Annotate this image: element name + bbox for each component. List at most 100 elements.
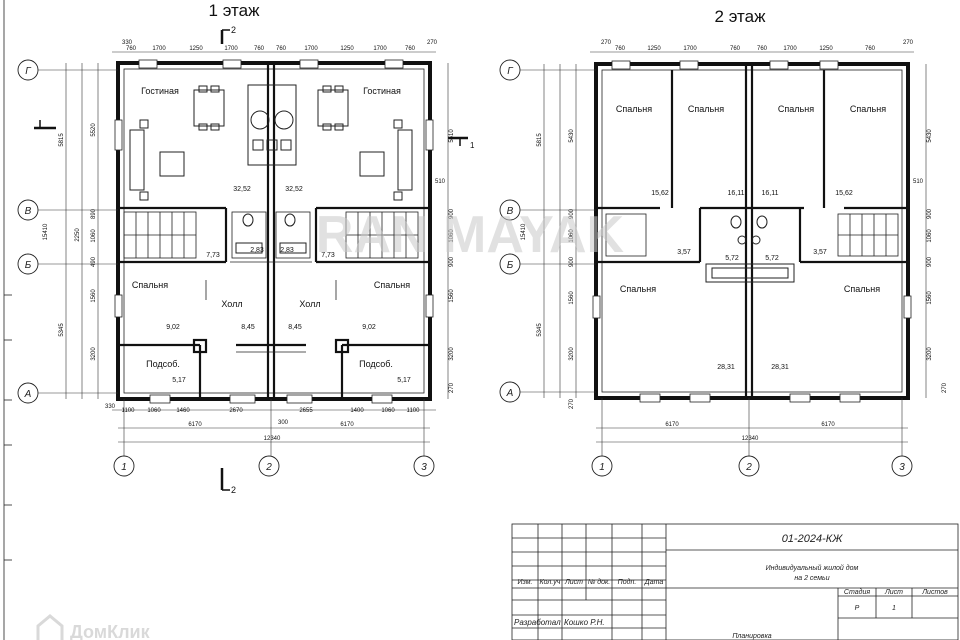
dim-left: 5430 [569,129,575,143]
dim-bottom: 1060 [147,408,161,414]
area-label: 15,62 [835,190,853,197]
axis-label: 2 [745,462,752,473]
col-header: Дата [644,579,664,586]
area-label: 2,83 [280,247,294,254]
section-mark-top: 2 [220,25,236,44]
room-bedroom: Спальня [620,284,656,294]
col-header: Подп. [618,578,637,586]
dim-top: 1700 [152,46,166,52]
room-bedroom-right: Спальня [374,280,410,290]
stage-header: Стадия [844,588,870,596]
room-bedroom: Спальня [778,104,814,114]
dim-half-left: 6170 [188,422,202,428]
dim-top: 1700 [373,46,387,52]
col-header: Кол.уч [540,579,561,586]
dim-left: 5815 [59,133,65,147]
room-living-left: Гостиная [141,86,179,96]
dim-top: 270 [903,40,914,46]
area-label: 8,45 [241,324,255,331]
dim-top: 270 [601,40,612,46]
dim-top: 1250 [647,46,661,52]
area-label: 32,52 [233,186,251,193]
area-label: 3,57 [677,249,691,256]
area-label: 3,57 [813,249,827,256]
floor2-title: 2 этаж [715,7,767,26]
dim-bottom: 330 [105,404,116,410]
dim-left: 900 [569,208,575,219]
developer-name: Кошко Р.Н. [564,618,605,627]
area-label: 16,11 [762,190,779,197]
axis-label: 1 [599,462,605,473]
developed-label: Разработал [514,618,561,627]
floor2-bathroom [705,215,795,283]
sheet-header: Лист [884,589,903,596]
floor1-axes: Г В Б А 1 2 3 [17,59,435,477]
dim-left: 1060 [569,229,575,243]
dim-top: 760 [865,46,876,52]
dim-top: 760 [254,46,265,52]
floor2-stairs [605,213,899,257]
axis-label: Б [507,260,514,271]
dim-half-left: 6170 [665,422,679,428]
dim-top: 1700 [783,46,797,52]
title-block: 01-2024-КЖ Индивидуальный жилой дом на 2… [511,523,959,640]
room-bedroom: Спальня [844,284,880,294]
dim-right: 1060 [449,229,455,243]
axis-label: В [507,206,514,217]
dim-right: 3200 [927,347,933,361]
room-hall-right: Холл [299,299,320,309]
dim-top: 1250 [819,46,833,52]
dim-top: 330 [122,40,133,46]
area-label: 5,17 [172,377,186,384]
dim-top: 760 [757,46,768,52]
axis-label: Б [25,260,32,271]
area-label: 16,11 [728,190,745,197]
doc-code: 01-2024-КЖ [782,533,844,545]
section-mark-top-label: 2 [231,25,236,35]
dim-right: 900 [927,208,933,219]
area-label: 8,45 [288,324,302,331]
axis-label: Г [25,66,32,77]
room-bedroom: Спальня [688,104,724,114]
room-utility-left: Подсоб. [146,359,180,369]
floor1-stairs-left [123,211,197,259]
project-line2: на 2 семьи [794,575,829,582]
dim-right: 900 [449,256,455,267]
col-header: Лист [564,579,583,586]
dim-mid: 300 [278,420,289,426]
dim-bottom: 1100 [407,408,421,414]
area-label: 32,52 [285,186,303,193]
floor1-stairs-right [345,211,419,259]
logo-text: ДомКлик [70,622,151,640]
dim-left: 5345 [59,323,65,337]
dim-right: 270 [449,382,455,393]
axis-label: 2 [265,462,272,473]
dim-right: 900 [927,256,933,267]
dim-top: 1700 [224,46,238,52]
dim-left: 3200 [569,347,575,361]
col-header: Изм. [518,579,533,586]
room-living-right: Гостиная [363,86,401,96]
axis-label: А [506,388,514,399]
dim-right: 5510 [449,129,455,143]
floor1-furniture [129,84,413,201]
dim-bottom: 2670 [229,408,243,414]
dim-top: 760 [615,46,626,52]
section-mark-bottom-label: 2 [231,485,236,495]
axis-label: В [25,206,32,217]
section-mark-bottom: 2 [220,468,236,495]
dim-top: 270 [427,40,438,46]
area-label: 5,72 [765,255,779,262]
room-bedroom-left: Спальня [132,280,168,290]
dim-right: 1560 [927,291,933,305]
dim-bottom: 1100 [122,408,136,414]
dim-left: 5520 [91,123,97,137]
dim-top: 1250 [340,46,354,52]
dim-left: 3200 [91,347,97,361]
area-label: 9,02 [166,324,180,331]
section-mark-right-label: 1 [470,141,475,150]
dim-total: 12340 [742,436,759,442]
room-bedroom: Спальня [616,104,652,114]
dim-left: 900 [569,256,575,267]
dim-left: 490 [91,256,97,267]
